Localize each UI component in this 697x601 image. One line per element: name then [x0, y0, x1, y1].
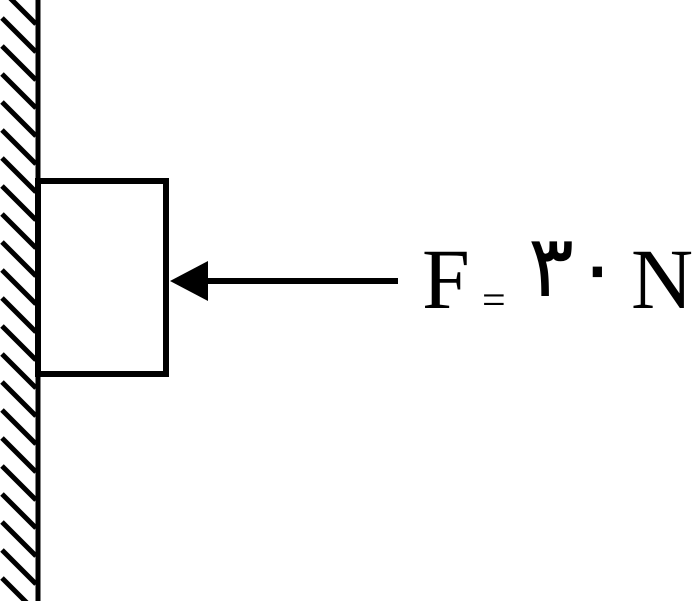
hatch-line — [0, 408, 38, 446]
hatch-line — [0, 436, 38, 474]
hatch-line — [8, 0, 38, 26]
force-equals: = — [482, 278, 506, 324]
hatch-line — [0, 296, 38, 334]
hatch-line — [0, 492, 38, 530]
force-arrow-head — [170, 261, 208, 301]
hatch-line — [0, 548, 38, 586]
force-unit: N — [631, 231, 693, 327]
block — [35, 178, 169, 377]
force-value: ۳۰ — [528, 219, 620, 315]
hatch-line — [0, 380, 38, 418]
hatch-line — [0, 184, 38, 222]
hatch-line — [0, 44, 38, 82]
hatch-line — [0, 212, 38, 250]
hatch-line — [0, 240, 38, 278]
hatch-line — [0, 352, 38, 390]
hatch-line — [0, 324, 38, 362]
hatch-line — [0, 128, 38, 166]
hatch-line — [0, 520, 38, 558]
force-label: F = ۳۰ N — [422, 219, 693, 327]
wall — [0, 0, 41, 601]
force-symbol: F — [422, 231, 470, 327]
hatch-line — [0, 576, 29, 601]
wall-hatching — [0, 0, 38, 601]
hatch-line — [0, 156, 38, 194]
hatch-line — [0, 16, 38, 54]
hatch-line — [0, 464, 38, 502]
hatch-line — [0, 268, 38, 306]
hatch-line — [0, 100, 38, 138]
hatch-line — [0, 72, 38, 110]
force-arrow — [170, 261, 398, 301]
